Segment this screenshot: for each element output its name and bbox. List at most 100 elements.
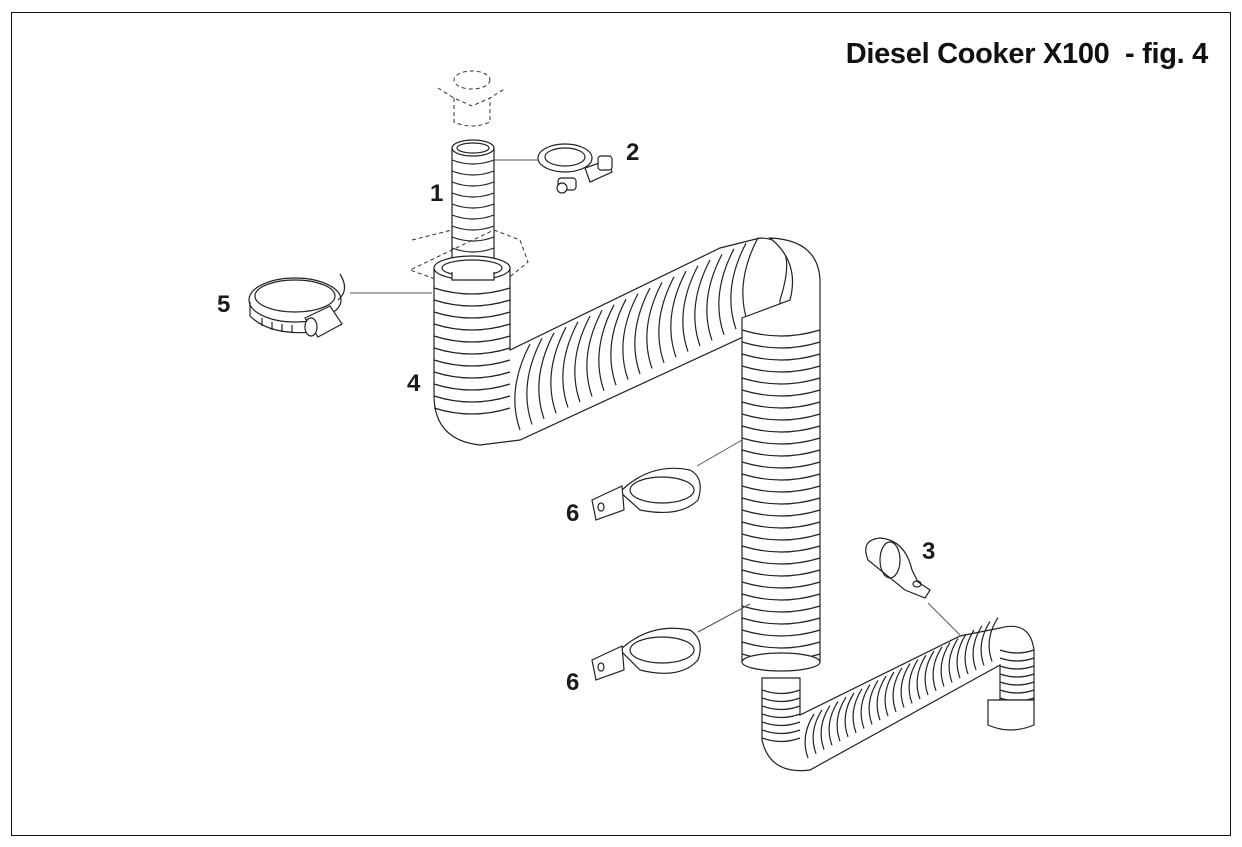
hose-ring: [999, 681, 1035, 686]
hose-ring: [741, 497, 821, 505]
hose-ring: [741, 473, 821, 481]
callout-2: 2: [626, 139, 640, 166]
hose-ring: [741, 449, 821, 457]
hose-ring: [433, 299, 511, 307]
hose-ring: [741, 605, 821, 613]
hose-ring: [574, 315, 591, 403]
part-6-p-clip-upper: [591, 467, 701, 521]
hose-ring: [972, 625, 983, 671]
hose-ring: [526, 338, 543, 425]
hose-ring: [868, 680, 879, 725]
hose-ring: [730, 242, 747, 330]
nipple-ring: [451, 170, 495, 176]
hose-ring: [586, 310, 603, 397]
hose-ring: [924, 650, 935, 696]
callout-1: 1: [430, 180, 444, 207]
hose-ring: [433, 311, 511, 319]
hose-ring: [562, 321, 579, 408]
hose-ring: [741, 569, 821, 577]
hose-ring: [828, 701, 839, 746]
hose-ring: [884, 671, 895, 717]
nipple-ring: [451, 203, 495, 209]
part-1-hose-nipple: [451, 139, 495, 273]
callout-5: 5: [217, 291, 231, 318]
hose-ring: [836, 696, 847, 742]
leader-line-3: [927, 602, 961, 636]
leader-line-6-lower: [697, 603, 751, 633]
hose-ring: [610, 298, 627, 386]
hose-ring: [852, 688, 863, 734]
hose-ring: [514, 343, 531, 431]
hose-ring: [988, 617, 999, 662]
hose-ring: [741, 425, 821, 433]
nipple-ring: [451, 192, 495, 198]
hose-ring: [646, 282, 663, 369]
part-5-worm-clamp: [248, 273, 346, 338]
hose-ring: [433, 347, 511, 355]
callout-6-lower: 6: [566, 669, 580, 696]
hose-ring: [658, 276, 675, 363]
hose-ring: [741, 593, 821, 601]
hose-ring: [860, 684, 871, 729]
hose-ring: [908, 659, 919, 704]
hose-ring: [741, 533, 821, 541]
hose-ring: [876, 675, 887, 721]
leader-line-6-upper: [696, 439, 743, 467]
hose-ring: [741, 545, 821, 553]
hose-ring: [932, 646, 943, 692]
hose-ring: [682, 265, 699, 352]
hose-ring: [900, 663, 911, 708]
hose-ring: [670, 270, 687, 358]
hose-ring: [844, 692, 855, 738]
hose-ring: [718, 248, 735, 335]
hose-ring: [980, 621, 991, 666]
hose-ring: [741, 641, 821, 649]
hose-ring: [741, 437, 821, 445]
hose-ring: [433, 383, 511, 391]
hose-ring: [804, 713, 815, 759]
hose-ring: [741, 401, 821, 409]
callout-4: 4: [407, 370, 421, 397]
hose-ring: [706, 254, 723, 341]
dashed-hex-nut: [408, 229, 529, 291]
hose-ring: [741, 341, 821, 349]
hose-ring: [741, 461, 821, 469]
part-4-large-flex-hose: [433, 237, 821, 672]
nipple-ring: [451, 236, 495, 242]
hose-ring: [741, 509, 821, 517]
hose-ring: [433, 359, 511, 367]
hose-ring: [892, 667, 903, 713]
hose-ring: [761, 689, 801, 695]
hose-ring: [741, 413, 821, 421]
hose-ring: [741, 629, 821, 637]
callout-6-upper: 6: [566, 500, 580, 527]
hose-ring: [812, 709, 823, 755]
nipple-ring: [451, 159, 495, 165]
hose-ring: [956, 633, 967, 679]
hose-ring: [741, 581, 821, 589]
nipple-ring: [451, 247, 495, 253]
hose-ring: [741, 521, 821, 529]
small-flex-hose-lower: [761, 617, 1035, 772]
hose-ring: [820, 705, 831, 750]
hose-ring: [634, 287, 651, 375]
part-2-bolt-clamp: [537, 143, 613, 194]
dashed-mating-fitting-top: [437, 70, 507, 127]
hose-ring: [622, 293, 639, 380]
hose-ring: [999, 665, 1035, 670]
hose-ring: [433, 335, 511, 343]
nipple-ring: [451, 214, 495, 220]
hose-ring: [741, 617, 821, 625]
hose-ring: [761, 713, 801, 719]
hose-ring: [433, 371, 511, 379]
figure-title: Diesel Cooker X100 - fig. 4: [845, 38, 1209, 70]
hose-ring: [741, 557, 821, 565]
hose-ring: [433, 287, 511, 295]
hose-ring: [598, 304, 615, 391]
hose-ring: [433, 395, 511, 403]
hose-ring: [999, 657, 1035, 662]
hose-ring: [433, 323, 511, 331]
hose-ring: [999, 673, 1035, 678]
hose-ring: [741, 377, 821, 385]
